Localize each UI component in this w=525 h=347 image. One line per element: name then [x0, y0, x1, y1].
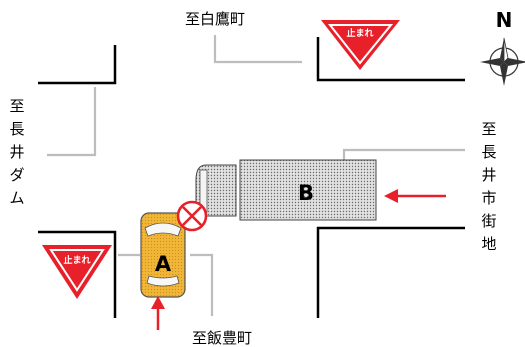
truck-b-label: B [298, 181, 314, 205]
label-west-direction: 至長井ダム [6, 95, 28, 210]
vertical-char: 至 [9, 97, 25, 115]
arrow-car-direction [151, 296, 165, 330]
stop-sign-north: 止まれ [321, 20, 400, 70]
vertical-char: 至 [481, 120, 497, 138]
compass-rose-icon [480, 37, 525, 86]
stop-sign-north-text: 止まれ [346, 27, 373, 39]
center-line-west [47, 87, 97, 157]
vertical-char: 長 [9, 120, 25, 138]
car-a: A [140, 212, 186, 298]
vertical-char: ダ [9, 166, 25, 184]
stop-sign-southwest-text: 止まれ [63, 254, 90, 266]
label-south-direction: 至飯豊町 [192, 329, 252, 347]
vertical-char: 地 [481, 235, 497, 253]
road-edge-northeast [316, 37, 465, 82]
vertical-char: 井 [481, 166, 497, 184]
stop-sign-southwest: 止まれ [42, 245, 112, 299]
label-north-direction: 至白鷹町 [185, 10, 245, 28]
arrow-truck-direction [384, 189, 446, 203]
car-a-label: A [155, 252, 172, 276]
road-edges [38, 37, 465, 318]
circle-x-icon [176, 200, 208, 232]
road-edge-southwest [38, 230, 117, 318]
vertical-char: 街 [481, 212, 497, 230]
road-edge-northwest [38, 45, 117, 85]
center-line-south-right [190, 253, 214, 316]
vertical-char: 井 [9, 143, 25, 161]
road-edge-southeast [316, 226, 465, 318]
compass-north-label: N [496, 8, 513, 32]
truck-b-cargo [239, 159, 377, 221]
vertical-char: 長 [481, 143, 497, 161]
truck-b: B [195, 159, 377, 221]
center-line-north [213, 35, 302, 64]
label-east-direction: 至長井市街地 [478, 118, 500, 256]
vertical-char: ム [9, 189, 25, 207]
vertical-char: 市 [481, 189, 497, 207]
